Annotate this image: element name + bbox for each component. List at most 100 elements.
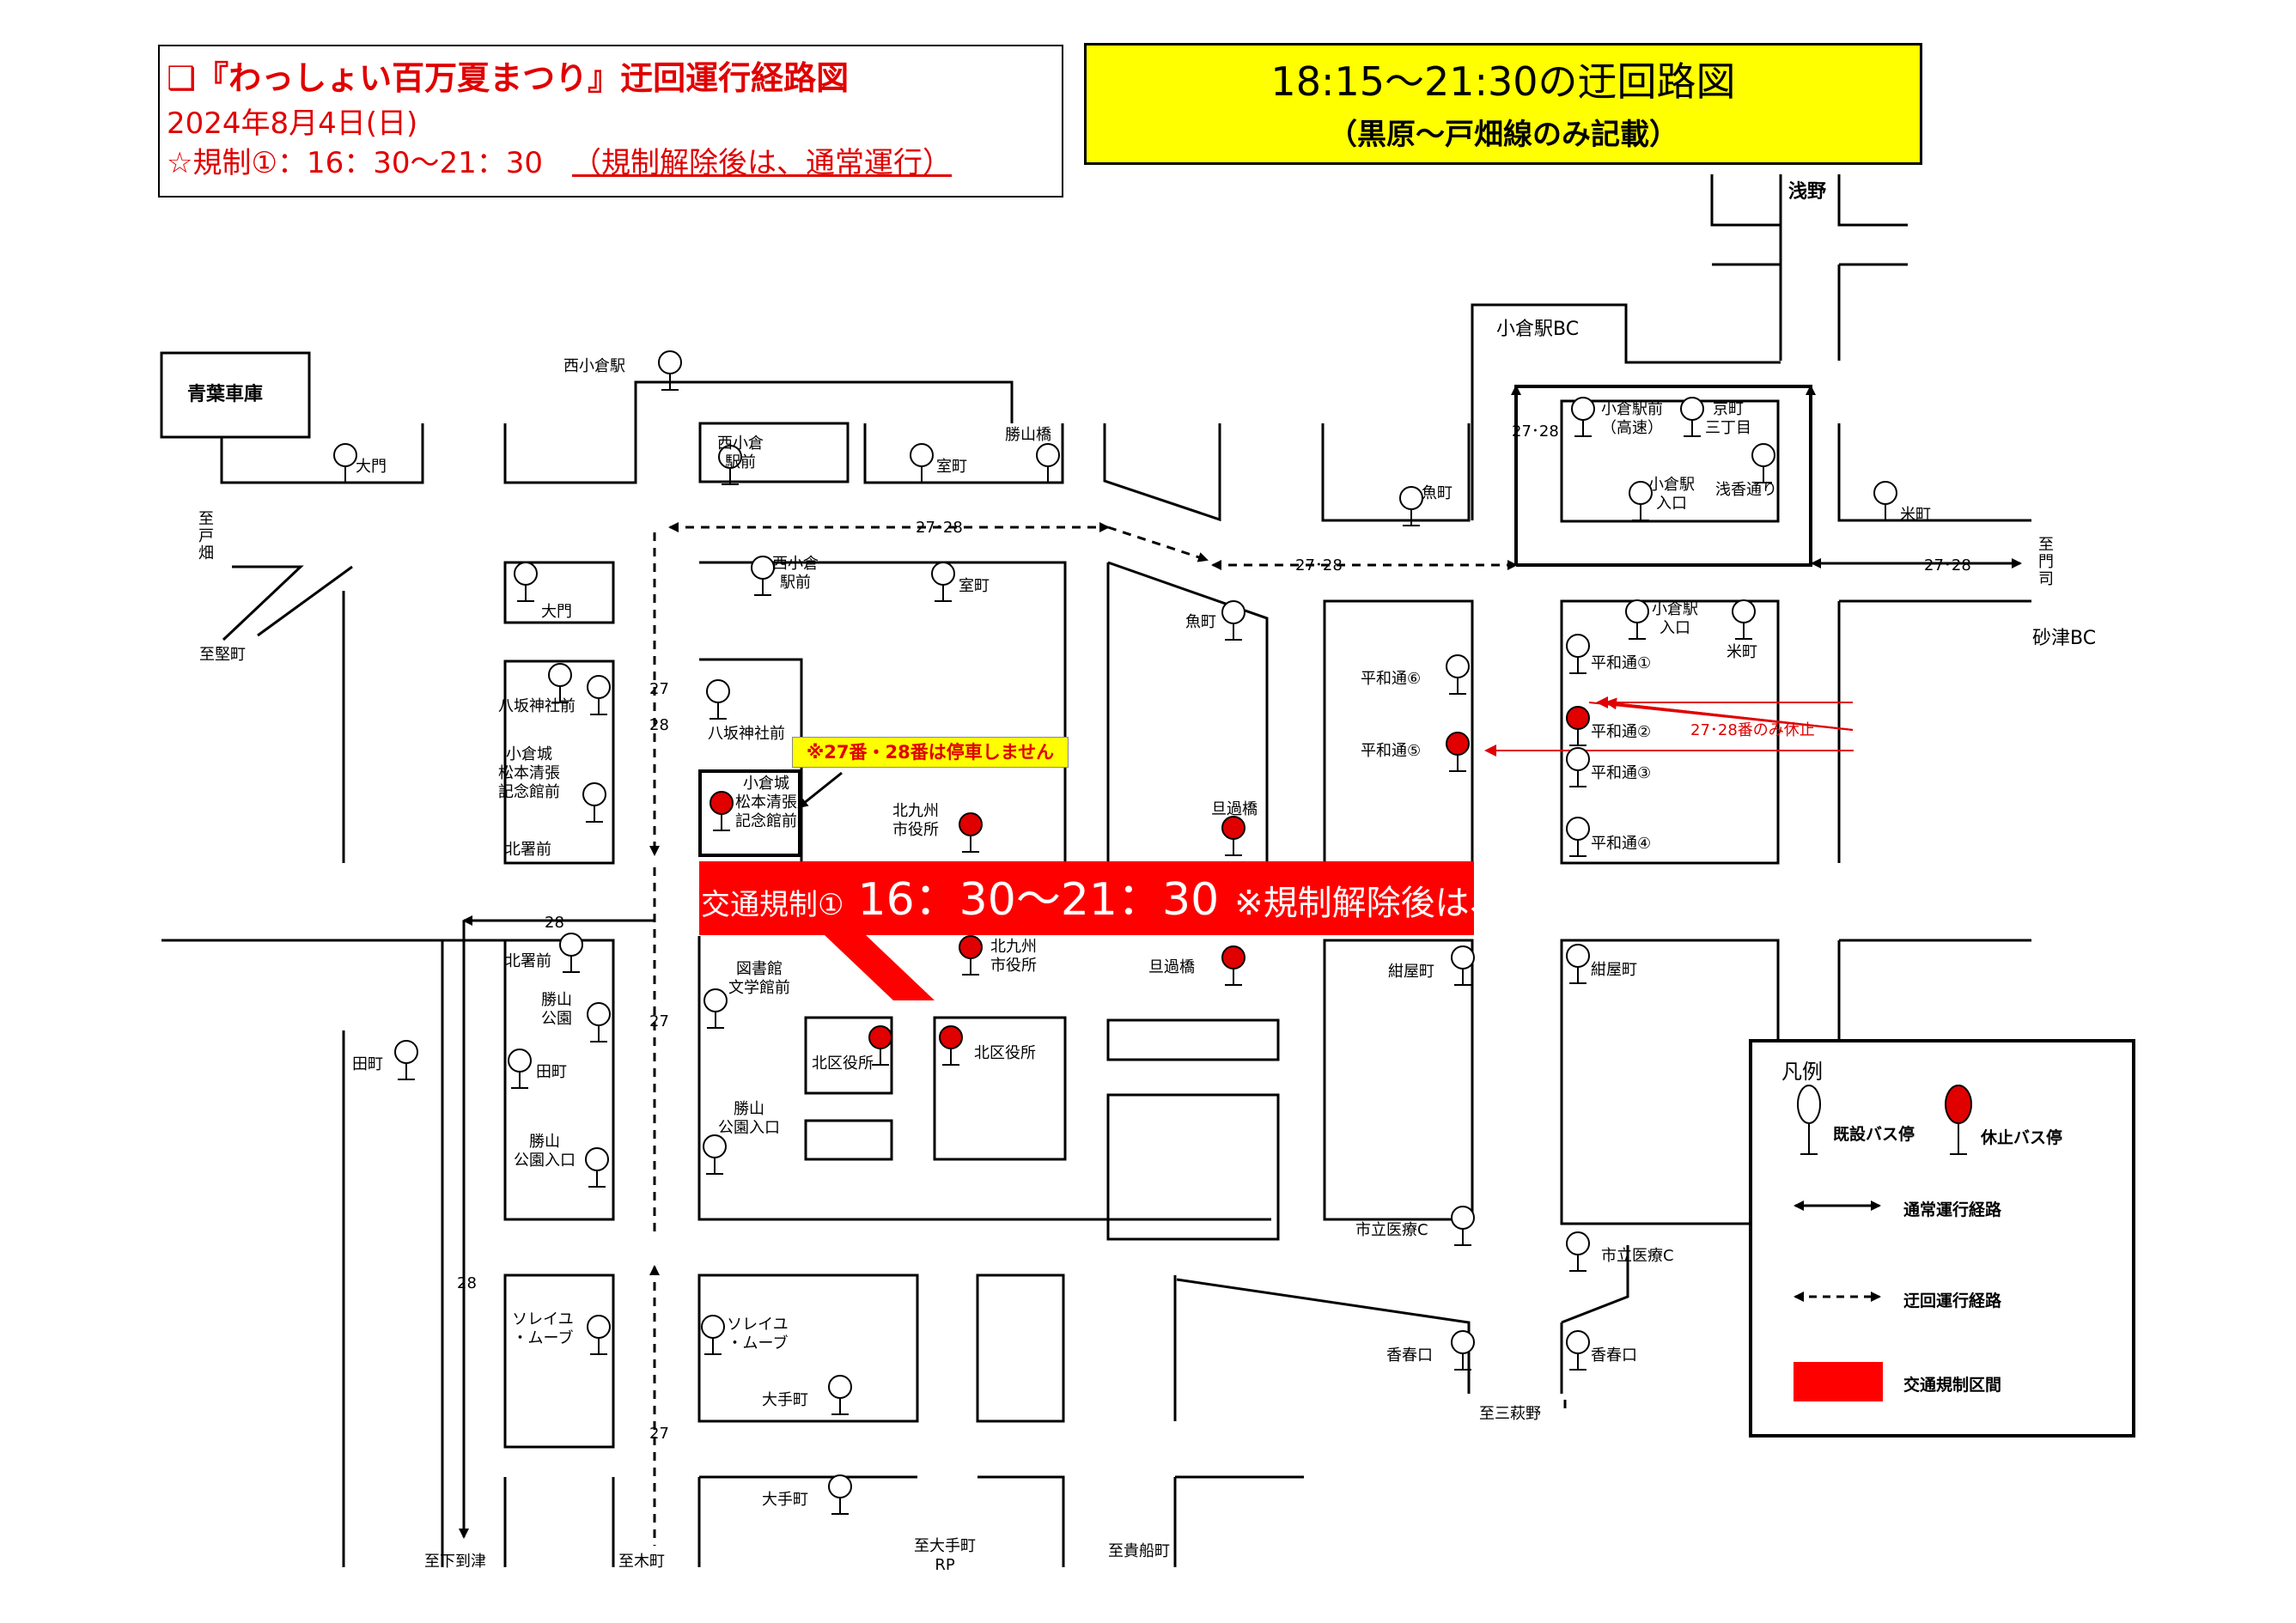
bus-stop-icon: [1446, 654, 1470, 695]
label: 八坂神社前: [498, 697, 576, 715]
label: 北区役所: [974, 1044, 1036, 1062]
label: 室町: [936, 458, 967, 476]
label: 魚町: [1185, 613, 1216, 631]
bus-stop-icon: [658, 350, 682, 391]
closed-bus-stop-icon: [1221, 816, 1245, 856]
regulation-band-shape: [699, 861, 1474, 1000]
label-kitakyushu-shiyakusho1: 北九州市役所: [892, 802, 939, 839]
bus-stop-icon: [703, 1134, 727, 1175]
bus-stop-icon: [1566, 1330, 1590, 1371]
label-kokura-matsumoto1: 小倉城松本清張記念館前: [498, 745, 560, 801]
closed-bus-stop-icon: [959, 812, 983, 853]
label: 八坂神社前: [708, 725, 785, 743]
legend-symbols: [1794, 1085, 1972, 1401]
bus-stop-icon: [514, 562, 538, 602]
regulation-time: ☆規制①：16：30～21：30: [167, 146, 544, 180]
bus-stop-icon: [585, 1147, 609, 1188]
detour-note: （黒原～戸畑線のみ記載）: [1328, 118, 1678, 152]
regulation-note: （規制解除後は、通常運行）: [572, 146, 953, 180]
bus-stop-icon: [828, 1375, 852, 1415]
bus-stop-icon: [1566, 944, 1590, 984]
label: 米町: [1727, 643, 1757, 661]
label: 北署前: [505, 841, 551, 859]
bus-stop-icon: [587, 1315, 611, 1355]
label-to-tobata: 至戸畑: [198, 510, 214, 562]
place-labels: 西小倉駅 大門 室町 勝山橋 魚町 小倉駅BC 浅野 米町 砂津BC 大門 室町…: [199, 181, 2096, 1571]
label: 至三萩野: [1479, 1405, 1541, 1423]
label: 香春口: [1591, 1346, 1637, 1365]
route-number: 27･28: [1295, 556, 1343, 574]
label: 魚町: [1422, 484, 1453, 502]
label: 浅香通り: [1715, 481, 1777, 499]
closure-arrows: [1484, 696, 1854, 757]
bus-stop-icon: [587, 1002, 611, 1042]
bus-stop-icon: [1036, 443, 1060, 483]
bus-stop-icon: [559, 933, 583, 973]
aoba-depot-label: 青葉車庫: [187, 383, 263, 405]
closure-note: 27･28番のみ休止: [1690, 721, 1815, 739]
label: 至下到津: [424, 1553, 486, 1571]
restricted-section-legend-icon: [1794, 1362, 1883, 1401]
route-number: 27･28: [1924, 556, 1971, 574]
detour-arrows: [459, 385, 2022, 1546]
label: 市立医療C: [1355, 1221, 1428, 1239]
title-box: ❑『わっしょい百万夏まつり』迂回運行経路図 2024年8月4日(日) ☆規制①：…: [158, 45, 1063, 198]
bus-stop-icon: [1566, 634, 1590, 674]
bus-stop-icon: [1566, 1231, 1590, 1272]
map-title: ❑『わっしょい百万夏まつり』迂回運行経路図: [167, 59, 850, 97]
bus-stop-icon: [751, 556, 775, 596]
legend-detour-route: 迂回運行経路: [1903, 1292, 2002, 1310]
label-soleil2: ソレイユ・ムーブ: [727, 1316, 789, 1352]
label: 砂津BC: [2032, 628, 2096, 649]
bus-stop-icon: [701, 1315, 725, 1355]
legend-title: 凡例: [1781, 1060, 1823, 1084]
legend: 凡例 既設バス停 休止バス停 通常運行経路 迂回運行経路 交通規制区間: [1749, 1039, 2135, 1438]
closed-stop-legend-icon: [1945, 1085, 1972, 1155]
event-date: 2024年8月4日(日): [167, 106, 418, 141]
label: 至堅町: [199, 646, 246, 664]
bus-stop-icon: [1451, 945, 1475, 986]
existing-stop-legend-icon: [1797, 1085, 1821, 1155]
bus-stop-icon: [1451, 1206, 1475, 1246]
label: 勝山橋: [1005, 426, 1051, 444]
bus-stop-icon: [931, 562, 955, 602]
label: 浅野: [1788, 181, 1826, 203]
bus-stop-icon: [1566, 747, 1590, 787]
label-to-monji: 至門司: [2038, 536, 2054, 588]
legend-restricted: 交通規制区間: [1903, 1376, 2002, 1395]
label: 田町: [536, 1063, 567, 1081]
closed-bus-stop-icon: [939, 1025, 963, 1066]
label: 至貴船町: [1108, 1542, 1170, 1560]
closed-bus-stop-icon: [1221, 945, 1245, 986]
bus-stop-icon: [1566, 817, 1590, 857]
bus-stop-icon: [1451, 1330, 1475, 1371]
legend-closed-stop: 休止バス停: [1981, 1128, 2063, 1147]
label: 平和通②: [1591, 723, 1651, 741]
detour-banner: 18:15～21:30の迂回路図 （黒原～戸畑線のみ記載）: [1084, 43, 1922, 165]
regulation-label: 交通規制①: [701, 888, 844, 922]
bus-stop-icon: [333, 443, 357, 483]
bus-stop-icon: [910, 443, 934, 483]
label-kokura-matsumoto2: 小倉城松本清張記念館前: [735, 775, 797, 830]
bus-stop-icon: [703, 988, 728, 1029]
bus-stop-icon: [1625, 599, 1649, 640]
label-kokura-iriguchi2: 小倉駅入口: [1652, 600, 1698, 637]
label: 大手町: [762, 1391, 808, 1409]
label: 旦過橋: [1148, 958, 1195, 976]
label: 大門: [356, 458, 387, 476]
label: 室町: [959, 577, 990, 595]
label: 平和通④: [1591, 835, 1651, 853]
label: 小倉駅BC: [1496, 319, 1579, 340]
label-toshokan: 図書館文学館前: [728, 960, 790, 997]
label-kokura-iriguchi1: 小倉駅入口: [1648, 476, 1695, 513]
label: 香春口: [1386, 1346, 1433, 1365]
label-katsuyama-koen1: 勝山公園: [541, 991, 572, 1028]
label: 平和通①: [1591, 654, 1651, 672]
closed-bus-stop-icon: [710, 791, 734, 831]
label: 北署前: [505, 952, 551, 970]
label: 平和通③: [1591, 764, 1651, 782]
route-number: 27･28: [1512, 422, 1559, 441]
label: 米町: [1900, 506, 1931, 524]
no-stop-warning: ※27番・28番は停車しません: [792, 737, 1069, 768]
